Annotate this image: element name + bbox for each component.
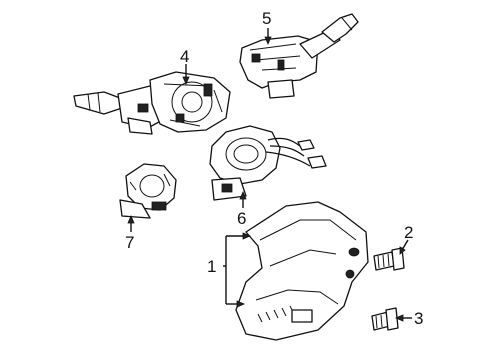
callout-7: 7 bbox=[125, 233, 134, 252]
callout-6: 6 bbox=[237, 209, 246, 228]
callout-5: 5 bbox=[262, 9, 271, 28]
leader-lines bbox=[127, 28, 412, 322]
part-3-screw bbox=[371, 307, 399, 331]
part-4-headlamp-switch bbox=[73, 71, 231, 135]
part-1-column-cover bbox=[235, 201, 369, 341]
part-2-screw bbox=[373, 247, 405, 271]
callout-1: 1 bbox=[207, 257, 216, 276]
part-6-spiral-cable bbox=[209, 125, 327, 201]
callout-3: 3 bbox=[414, 309, 423, 328]
callout-4: 4 bbox=[180, 47, 189, 66]
part-7-angle-sensor bbox=[119, 163, 177, 219]
callout-2: 2 bbox=[404, 223, 413, 242]
part-5-wiper-switch bbox=[239, 13, 359, 99]
